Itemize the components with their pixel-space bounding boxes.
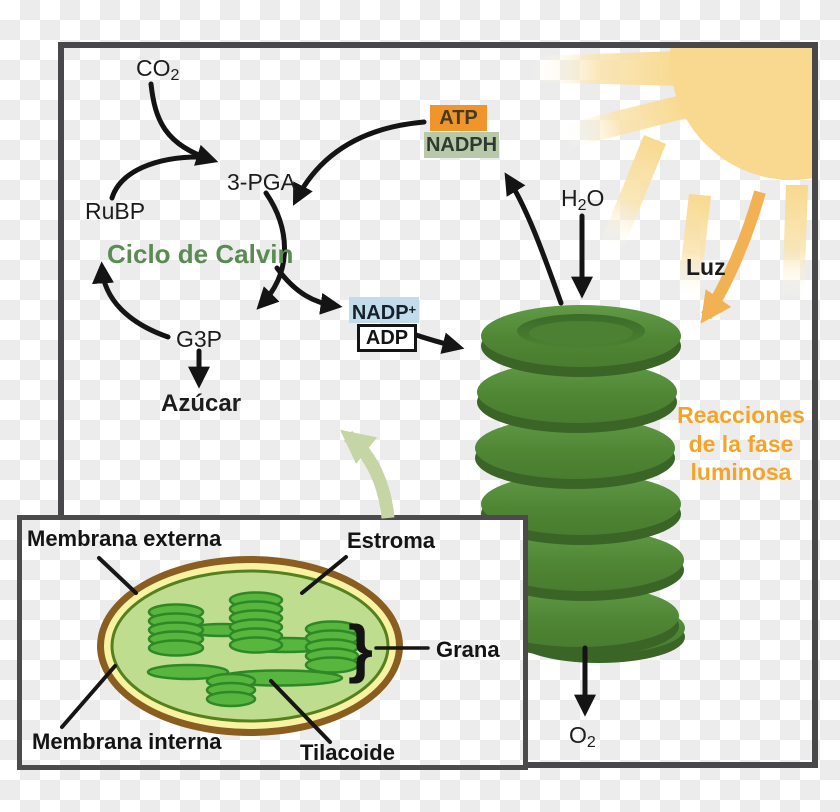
grana-brace: } [348, 612, 373, 684]
o2-label: O2 [569, 722, 596, 751]
co2-arrow [148, 81, 219, 166]
thylakoid-disc [481, 473, 681, 545]
sun-ray [782, 185, 808, 300]
light-label: Luz [686, 254, 726, 280]
chloroplast-illustration [97, 556, 403, 736]
inset-pointer-arrow [340, 429, 395, 519]
label-connectors [60, 555, 430, 744]
thylakoid-disc [481, 305, 681, 377]
thylakoid-disc [479, 585, 679, 657]
thylakoid-disc [477, 361, 677, 433]
atp-badge: ATP [430, 105, 487, 131]
cycle-to-nadp-arrow [274, 265, 343, 315]
light-arrow [700, 190, 766, 324]
thylakoid-disc [475, 417, 675, 489]
nadp-badge: NADP+ [349, 297, 419, 324]
sun-clip-region [64, 48, 812, 762]
rubp-to-pga-arc [109, 154, 206, 201]
light-reactions-title: Reacciones de la fase luminosa [677, 402, 805, 485]
atp-to-cycle-arrow [292, 119, 427, 206]
stroma-label: Estroma [347, 528, 436, 553]
adp-to-grana-arrow [413, 332, 465, 354]
thylakoid-disc [484, 529, 684, 601]
flow-arrows [92, 81, 597, 717]
sun-ray [599, 135, 666, 254]
g3p-label: G3P [176, 326, 223, 352]
sugar-label: Azúcar [161, 390, 242, 417]
nadph-badge: NADPH [424, 132, 499, 158]
calvin-cycle-title: Ciclo de Calvin [107, 239, 294, 269]
grana-to-nadph-arrow [504, 172, 564, 306]
inner-membrane-label: Membrana interna [32, 729, 222, 754]
h2o-label: H2O [561, 185, 605, 214]
outer-membrane-label: Membrana externa [27, 526, 222, 551]
inner-thylakoids [146, 591, 360, 708]
thylakoid-label: Tilacoide [300, 740, 395, 765]
sun-icon [530, 48, 812, 301]
pga-label: 3-PGA [227, 169, 297, 195]
sun-ray [677, 194, 711, 301]
sun-ray [530, 51, 680, 86]
adp-badge: ADP [357, 324, 417, 352]
rubp-label: RuBP [85, 198, 146, 224]
grana-label: Grana [436, 637, 500, 662]
sun-ray [564, 95, 687, 148]
co2-label: CO2 [136, 55, 180, 84]
g3p-to-rubp-arc [92, 261, 171, 340]
pga-to-g3p-arc [256, 190, 287, 310]
sun-disc [670, 48, 812, 180]
